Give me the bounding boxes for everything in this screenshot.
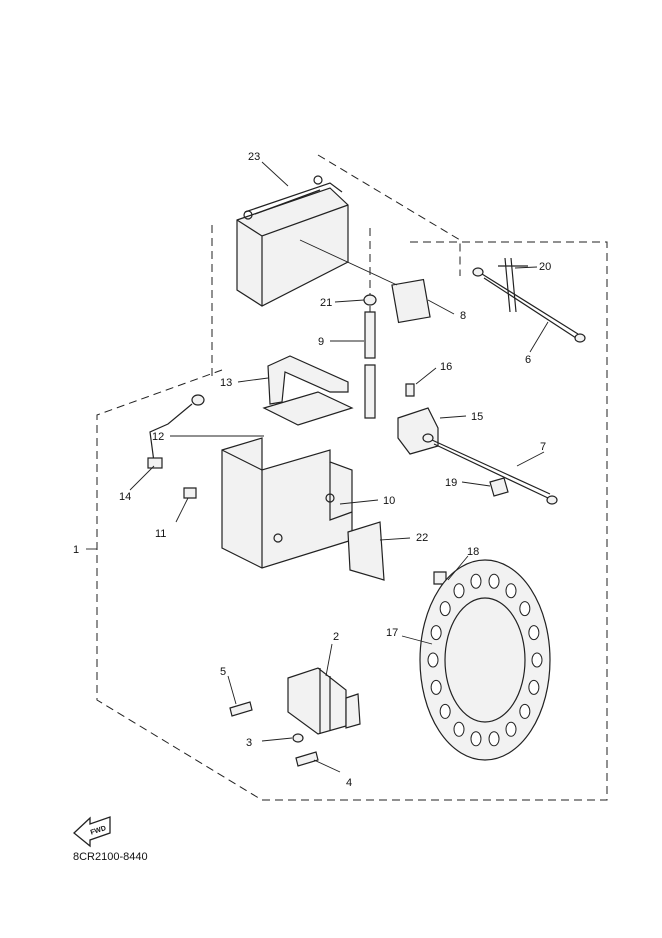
- callout-5: 5: [220, 666, 226, 678]
- callout-11: 11: [155, 528, 166, 540]
- callout-3: 3: [246, 737, 252, 749]
- starter-relay: [397, 407, 439, 455]
- lead-clip: [489, 477, 509, 497]
- plate-hole: [505, 583, 517, 599]
- plate-hole: [453, 721, 465, 737]
- breather-hose: [364, 311, 376, 419]
- fwd-arrow-label: FWD: [90, 825, 107, 837]
- callout-13: 13: [220, 377, 232, 389]
- sensor-plate-holes: [427, 573, 543, 747]
- battery: [236, 175, 349, 307]
- plate-hole: [528, 679, 540, 695]
- callout-20: 20: [539, 261, 551, 273]
- assembly-boundary: [96, 241, 608, 801]
- plate-hole: [430, 625, 442, 641]
- plate-hole: [470, 731, 482, 747]
- callout-7: 7: [540, 441, 546, 453]
- callout-4: 4: [346, 777, 352, 789]
- protector-plate: [347, 521, 385, 581]
- callout-8: 8: [460, 310, 466, 322]
- plate-hole: [519, 601, 531, 617]
- battery-band: [267, 355, 349, 405]
- plate-hole: [531, 652, 543, 668]
- plate-hole: [488, 573, 500, 589]
- positive-lead: [481, 273, 579, 339]
- plate-hole: [439, 703, 451, 719]
- plate-hole: [528, 625, 540, 641]
- callout-23: 23: [248, 151, 260, 163]
- plate-hole: [488, 731, 500, 747]
- negative-lead: [149, 403, 193, 463]
- leader-lines: [86, 161, 549, 773]
- plate-hole: [505, 721, 517, 737]
- screw-11: [183, 487, 197, 499]
- callout-18: 18: [467, 546, 479, 558]
- battery-box-sheet: [262, 391, 354, 426]
- plate-hole: [430, 679, 442, 695]
- plate-hole: [453, 583, 465, 599]
- callout-22: 22: [416, 532, 428, 544]
- callout-6: 6: [525, 354, 531, 366]
- callout-2: 2: [333, 631, 339, 643]
- callout-12: 12: [152, 431, 164, 443]
- starter-motor: [287, 667, 361, 735]
- sensor-plate: [419, 559, 551, 761]
- callout-1: 1: [73, 544, 79, 556]
- callout-16: 16: [440, 361, 452, 373]
- callout-17: 17: [386, 627, 398, 639]
- bolt-5: [229, 701, 253, 717]
- callout-14: 14: [119, 491, 131, 503]
- battery-sheet: [391, 278, 431, 324]
- fwd-arrow-icon: FWD: [73, 816, 111, 848]
- callout-labels: 1 2 3 4 5 6 7 8 9 10 11 12 13 14 15 16 1…: [73, 151, 551, 789]
- plate-hole: [439, 601, 451, 617]
- plate-hole: [519, 703, 531, 719]
- callout-21: 21: [320, 297, 332, 309]
- callout-19: 19: [445, 477, 457, 489]
- hose-clamp: [363, 294, 377, 306]
- callout-15: 15: [471, 411, 483, 423]
- plate-hole: [470, 573, 482, 589]
- callout-9: 9: [318, 336, 324, 348]
- o-ring: [292, 733, 304, 743]
- battery-phantom-lines: [211, 154, 461, 380]
- plate-hole: [427, 652, 439, 668]
- lead-clamp: [498, 257, 528, 313]
- diagram-code: 8CR2100-8440: [73, 851, 148, 863]
- callout-10: 10: [383, 495, 395, 507]
- starter-lead: [431, 439, 551, 499]
- battery-box: [221, 437, 353, 569]
- relay-bolt: [405, 383, 415, 397]
- bolt-4: [295, 751, 319, 767]
